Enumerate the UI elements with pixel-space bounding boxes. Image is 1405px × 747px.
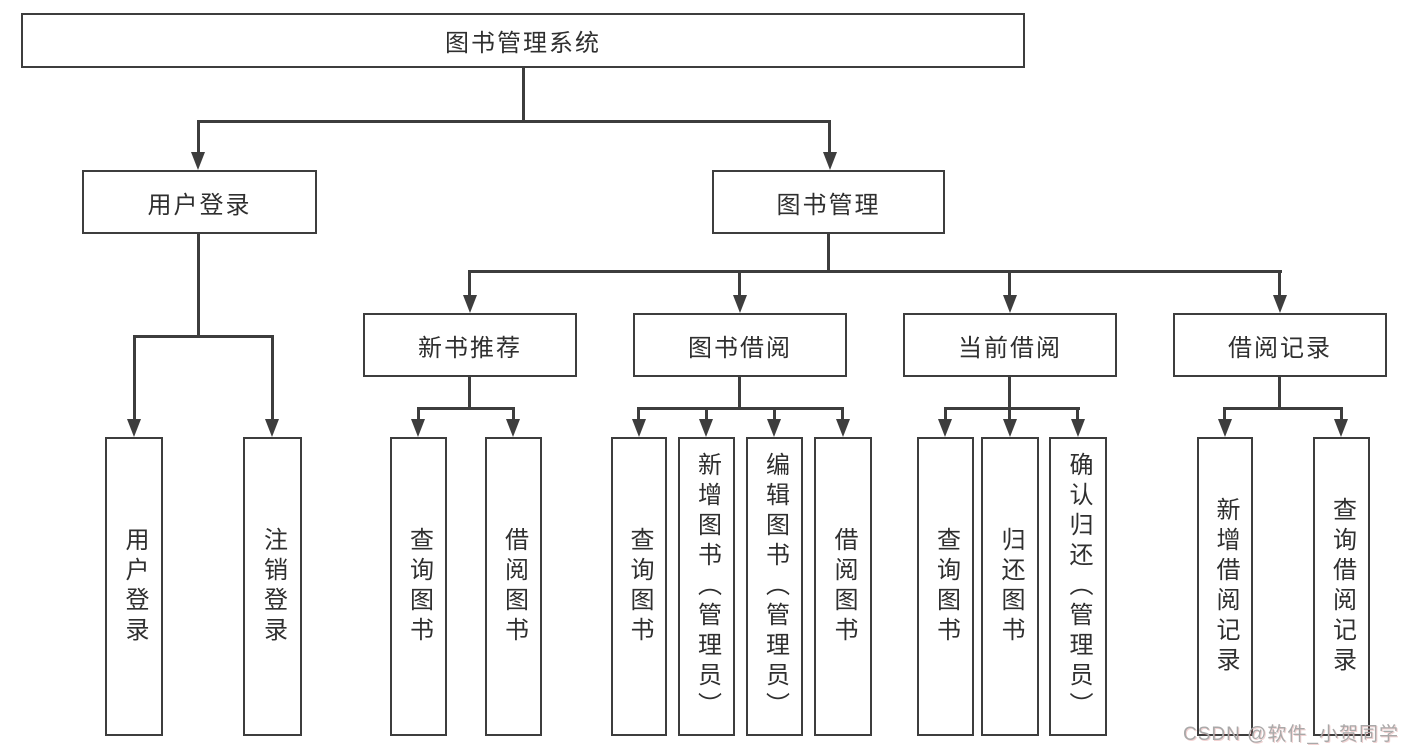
leaf-user-login: 用户登录 — [105, 437, 163, 736]
connector-to-leaf-logout — [271, 335, 274, 419]
connector-level3-bus — [469, 270, 1282, 273]
leaf-return-book-label: 归还图书 — [997, 526, 1024, 647]
arrow-down-icon — [191, 152, 205, 170]
connector-leaf — [417, 407, 420, 419]
connector-leaf — [637, 407, 640, 419]
leaf-borrow-books-2-label: 借阅图书 — [830, 526, 857, 647]
arrow-down-icon — [1334, 419, 1348, 437]
connector-new-book-bus — [417, 407, 515, 410]
leaf-confirm-return-admin: 确认归还（管理员） — [1049, 437, 1107, 736]
arrow-down-icon — [823, 152, 837, 170]
leaf-add-book-admin: 新增图书（管理员） — [678, 437, 735, 736]
arrow-down-icon — [767, 419, 781, 437]
connector-leaf — [512, 407, 515, 419]
leaf-borrow-books-1: 借阅图书 — [485, 437, 542, 736]
connector-leaf — [944, 407, 947, 419]
node-root-system: 图书管理系统 — [21, 13, 1025, 68]
leaf-logout: 注销登录 — [243, 437, 302, 736]
node-root-label: 图书管理系统 — [445, 30, 601, 57]
leaf-confirm-return-admin-label: 确认归还（管理员） — [1065, 451, 1092, 722]
connector-to-current-borrow — [1008, 270, 1011, 295]
leaf-query-books-3-label: 查询图书 — [932, 526, 960, 647]
node-current-borrowing: 当前借阅 — [903, 313, 1117, 377]
connector-borrow-record-bus — [1223, 407, 1343, 410]
connector-leaf — [1223, 407, 1226, 419]
leaf-borrow-books-1-label: 借阅图书 — [500, 526, 528, 647]
connector-user-login-stub — [197, 234, 200, 335]
node-user-login-label: 用户登录 — [147, 191, 252, 219]
connector-to-user-login — [197, 120, 200, 152]
connector-current-borrow-bus — [944, 407, 1080, 410]
arrow-down-icon — [733, 295, 747, 313]
connector-new-book-stub — [468, 377, 471, 407]
arrow-down-icon — [506, 419, 520, 437]
leaf-query-books-1: 查询图书 — [390, 437, 447, 736]
connector-user-login-bus — [133, 335, 274, 338]
arrow-down-icon — [1273, 295, 1287, 313]
node-book-management: 图书管理 — [712, 170, 945, 234]
connector-book-mgmt-stub — [827, 234, 830, 270]
leaf-query-books-2: 查询图书 — [611, 437, 667, 736]
connector-to-new-book — [468, 270, 471, 295]
connector-to-book-mgmt — [828, 120, 831, 152]
node-user-login: 用户登录 — [82, 170, 317, 234]
connector-to-leaf-user-login — [133, 335, 136, 419]
leaf-query-books-2-label: 查询图书 — [626, 526, 653, 647]
node-book-management-label: 图书管理 — [776, 191, 881, 219]
node-borrowing-records: 借阅记录 — [1173, 313, 1387, 377]
arrow-down-icon — [938, 419, 952, 437]
leaf-borrow-books-2: 借阅图书 — [814, 437, 872, 736]
node-book-borrowing-label: 图书借阅 — [688, 334, 792, 362]
leaf-query-books-3: 查询图书 — [917, 437, 974, 736]
connector-level2-bus — [197, 120, 831, 123]
leaf-add-book-admin-label: 新增图书（管理员） — [693, 451, 721, 722]
leaf-edit-book-admin: 编辑图书（管理员） — [746, 437, 803, 736]
node-new-book-recommend-label: 新书推荐 — [418, 334, 522, 362]
leaf-edit-book-admin-label: 编辑图书（管理员） — [761, 451, 789, 722]
arrow-down-icon — [463, 295, 477, 313]
node-current-borrowing-label: 当前借阅 — [958, 334, 1062, 362]
leaf-logout-label: 注销登录 — [259, 526, 287, 647]
arrow-down-icon — [411, 419, 425, 437]
arrow-down-icon — [265, 419, 279, 437]
connector-leaf — [1008, 407, 1011, 419]
leaf-add-borrow-record-label: 新增借阅记录 — [1212, 496, 1239, 677]
arrow-down-icon — [127, 419, 141, 437]
connector-borrow-record-stub — [1278, 377, 1281, 407]
csdn-watermark: CSDN @软件_小贺同学 — [1183, 724, 1399, 745]
leaf-query-borrow-record-label: 查询借阅记录 — [1328, 496, 1356, 677]
leaf-user-login-label: 用户登录 — [121, 526, 148, 647]
connector-leaf — [773, 407, 776, 419]
connector-root-stub — [522, 68, 525, 120]
connector-leaf — [705, 407, 708, 419]
leaf-return-book: 归还图书 — [981, 437, 1039, 736]
connector-leaf — [1076, 407, 1079, 419]
arrow-down-icon — [632, 419, 646, 437]
arrow-down-icon — [1003, 295, 1017, 313]
node-new-book-recommend: 新书推荐 — [363, 313, 577, 377]
node-book-borrowing: 图书借阅 — [633, 313, 847, 377]
connector-book-borrow-stub — [738, 377, 741, 407]
leaf-query-books-1-label: 查询图书 — [405, 526, 433, 647]
connector-book-borrow-bus — [637, 407, 844, 410]
arrow-down-icon — [1071, 419, 1085, 437]
leaf-query-borrow-record: 查询借阅记录 — [1313, 437, 1370, 736]
leaf-add-borrow-record: 新增借阅记录 — [1197, 437, 1253, 736]
connector-leaf — [841, 407, 844, 419]
arrow-down-icon — [836, 419, 850, 437]
connector-to-book-borrow — [738, 270, 741, 295]
connector-to-borrow-record — [1278, 270, 1281, 295]
arrow-down-icon — [1218, 419, 1232, 437]
connector-leaf — [1340, 407, 1343, 419]
node-borrowing-records-label: 借阅记录 — [1228, 334, 1332, 362]
arrow-down-icon — [1003, 419, 1017, 437]
arrow-down-icon — [699, 419, 713, 437]
connector-current-borrow-stub — [1008, 377, 1011, 407]
